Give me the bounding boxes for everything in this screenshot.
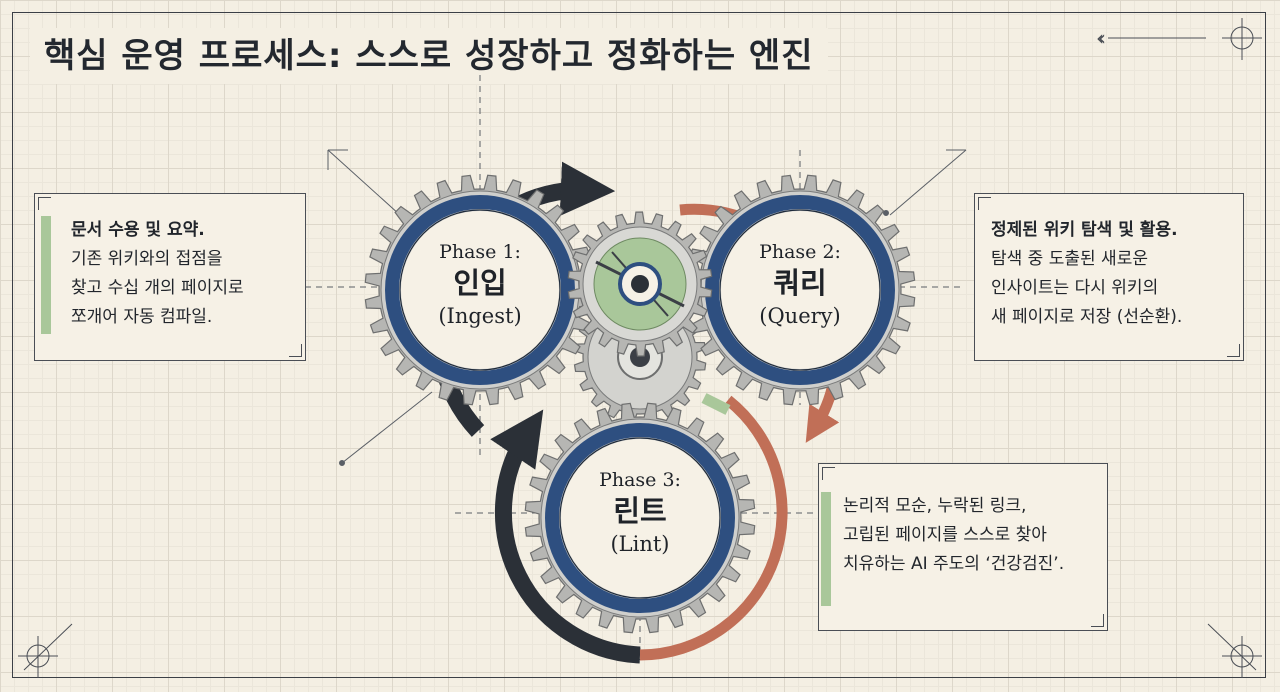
- phase-3-number: Phase 3:: [599, 469, 681, 491]
- phase-1-number: Phase 1:: [439, 241, 521, 263]
- rewind-icon: ‹‹: [1096, 26, 1106, 50]
- callout-ingest-line: 쪼개어 자동 컴파일.: [71, 307, 213, 327]
- accent-bar: [821, 492, 831, 606]
- page-title: 핵심 운영 프로세스: 스스로 성장하고 정화하는 엔진: [30, 28, 828, 84]
- gear-query-face: [721, 211, 879, 369]
- callout-lint-line: 고립된 페이지를 스스로 찾아: [843, 525, 1047, 545]
- outer-frame: [12, 12, 1266, 678]
- phase-3-english: (Lint): [610, 532, 670, 556]
- phase-1-english: (Ingest): [438, 304, 522, 328]
- callout-lint: 논리적 모순, 누락된 링크, 고립된 페이지를 스스로 찾아 치유하는 AI …: [818, 463, 1108, 631]
- callout-ingest-line: 찾고 수십 개의 페이지로: [71, 278, 244, 298]
- small-gear-upper-axle: [631, 275, 649, 293]
- phase-1-label: Phase 1: 인입 (Ingest): [400, 240, 560, 330]
- gear-lint-blue-ring: [545, 423, 735, 613]
- gear-lint-face: [561, 439, 719, 597]
- callout-query-line: 인사이트는 다시 위키의: [991, 278, 1159, 298]
- callout-ingest: 문서 수용 및 요약. 기존 위키와의 접점을 찾고 수십 개의 페이지로 쪼개…: [34, 193, 306, 361]
- callout-query-line: 새 페이지로 저장 (선순환).: [991, 307, 1183, 327]
- phase-2-number: Phase 2:: [759, 241, 841, 263]
- callout-query-text: 정제된 위키 탐색 및 활용. 탐색 중 도출된 새로운 인사이트는 다시 위키…: [991, 216, 1182, 332]
- callout-lint-text: 논리적 모순, 누락된 링크, 고립된 페이지를 스스로 찾아 치유하는 AI …: [843, 492, 1064, 579]
- phase-2-english: (Query): [759, 304, 841, 328]
- phase-3-name: 린트: [613, 494, 667, 528]
- phase-2-label: Phase 2: 쿼리 (Query): [720, 240, 880, 330]
- callout-lint-line: 치유하는 AI 주도의 ‘건강검진’.: [843, 554, 1065, 574]
- callout-lint-line: 논리적 모순, 누락된 링크,: [843, 496, 1027, 516]
- callout-query-line: 정제된 위키 탐색 및 활용.: [991, 220, 1178, 240]
- callout-ingest-line: 기존 위키와의 접점을: [71, 249, 223, 269]
- callout-ingest-line: 문서 수용 및 요약.: [71, 220, 205, 240]
- callout-ingest-text: 문서 수용 및 요약. 기존 위키와의 접점을 찾고 수십 개의 페이지로 쪼개…: [71, 216, 244, 332]
- gear-group: [364, 174, 916, 634]
- accent-bar: [41, 216, 51, 334]
- callout-query: 정제된 위키 탐색 및 활용. 탐색 중 도출된 새로운 인사이트는 다시 위키…: [974, 193, 1244, 361]
- gear-lint-inner-edge: [559, 437, 721, 599]
- phase-3-label: Phase 3: 린트 (Lint): [560, 468, 720, 558]
- phase-1-name: 인입: [453, 266, 507, 300]
- gear-query-inner-edge: [719, 209, 881, 371]
- callout-query-line: 탐색 중 도출된 새로운: [991, 249, 1148, 269]
- gear-ingest-face: [401, 211, 559, 369]
- gear-ingest-inner-edge: [399, 209, 561, 371]
- phase-2-name: 쿼리: [773, 266, 827, 300]
- gear-ingest-blue-ring: [385, 195, 575, 385]
